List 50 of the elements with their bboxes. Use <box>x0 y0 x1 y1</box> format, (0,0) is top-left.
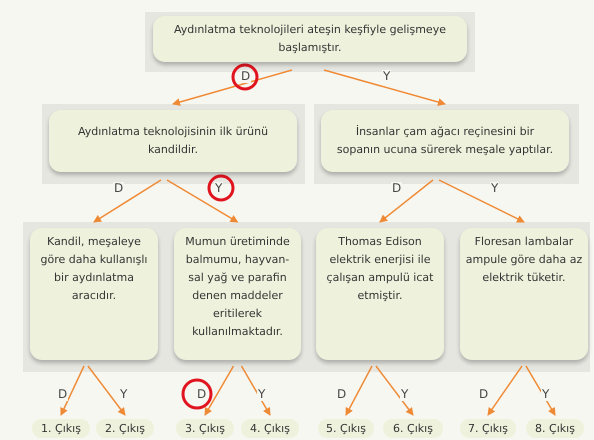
statement-box <box>460 228 588 360</box>
arrow <box>87 366 126 416</box>
statement-text: 2. Çıkış <box>105 421 145 437</box>
statement-text: Thomas Edison elektrik enerjisi ile çalışan ampulü icat etmiştir. <box>326 234 434 304</box>
arrow <box>379 179 434 223</box>
arrow <box>166 179 238 223</box>
arrow <box>525 366 556 416</box>
edge-label: Y <box>119 388 128 401</box>
arrow <box>375 366 414 416</box>
arrow <box>172 69 292 106</box>
edge-label: Y <box>257 388 266 401</box>
statement-text: Floresan lambalar ampule göre daha az elektrik tüketir. <box>464 234 584 286</box>
arrow <box>60 366 85 416</box>
statement-box <box>174 228 301 360</box>
statement-box <box>153 16 467 62</box>
statement-text: Aydınlatma teknolojileri ateşin keşfiyle gelişmeye başlamıştır. <box>173 22 447 56</box>
statement-box <box>316 228 444 360</box>
edge-label: Y <box>400 388 410 401</box>
statement-text: 5. Çıkış <box>326 421 366 437</box>
edge-label: D <box>240 70 252 83</box>
arrow <box>487 366 523 416</box>
edge-label: Y <box>382 70 392 83</box>
edge-label: Y <box>541 388 550 401</box>
edge-label: D <box>478 388 490 401</box>
statement-text: Aydınlatma teknolojisinin ilk ürünü kandildir. <box>76 124 270 158</box>
statement-text: 7. Çıkış <box>468 421 508 437</box>
edge-label: D <box>113 182 124 195</box>
statement-text: 8. Çıkış <box>535 421 575 437</box>
statement-text: 4. Çıkış <box>250 421 290 437</box>
statement-text: Mumun üretiminde balmumu, hayvan-sal yağ ve parafin denen maddeler eritilerek kullanılmaktadır. <box>184 234 291 340</box>
statement-box <box>321 110 569 172</box>
arrow <box>324 69 446 106</box>
edge-label: D <box>196 388 208 401</box>
arrow <box>93 179 162 223</box>
statement-box <box>30 228 158 360</box>
edge-label: D <box>391 182 402 195</box>
edge-label: Y <box>490 182 500 195</box>
arrow <box>438 179 525 223</box>
arrow <box>204 366 234 416</box>
statement-text: 6. Çıkış <box>393 421 433 437</box>
edge-label: Y <box>214 182 224 195</box>
edge-label: D <box>57 388 68 401</box>
statement-text: İnsanlar çam ağacı reçinesini bir sopanın ucuna sürerek meşale yaptılar. <box>336 124 554 158</box>
arrow <box>240 366 271 416</box>
statement-text: 1. Çıkış <box>41 421 81 437</box>
statement-box <box>49 110 297 172</box>
edge-label: D <box>336 388 348 401</box>
statement-text: Kandil, meşaleye göre daha kullanışlı bir aydınlatma aracıdır. <box>40 234 148 304</box>
statement-text: 3. Çıkış <box>185 421 225 437</box>
arrow <box>345 366 373 416</box>
